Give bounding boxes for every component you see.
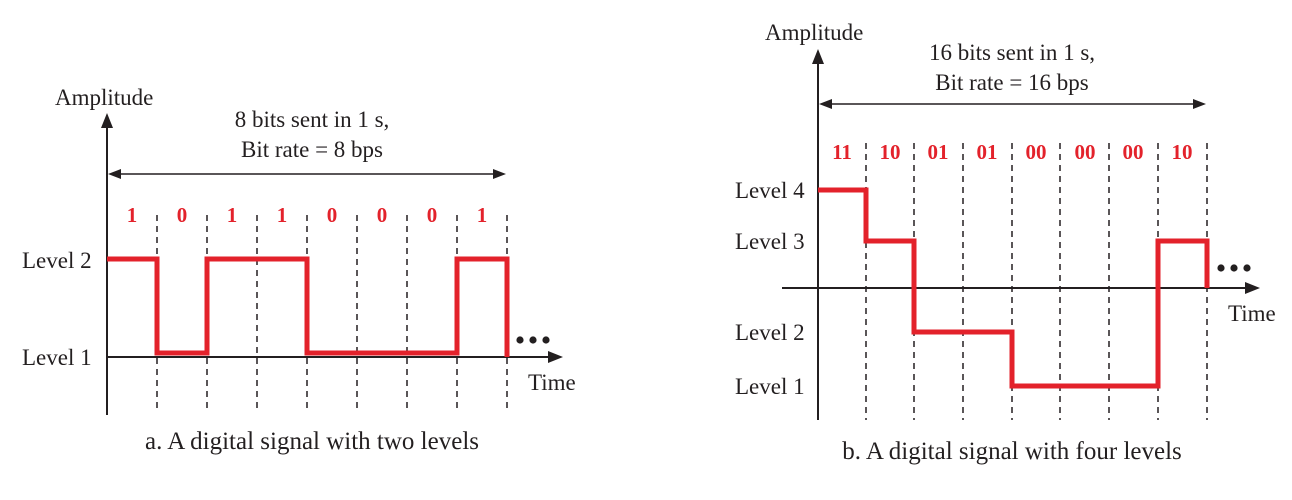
ellipsis-dot bbox=[529, 336, 537, 344]
level-label: Level 2 bbox=[735, 320, 805, 345]
rate-span-arrowhead-right bbox=[1193, 99, 1206, 109]
x-axis-arrowhead bbox=[1245, 282, 1260, 294]
caption: b. A digital signal with four levels bbox=[842, 438, 1182, 465]
bit-label: 0 bbox=[377, 203, 388, 227]
rate-span-arrowhead-left bbox=[819, 99, 832, 109]
signal-waveform bbox=[818, 187, 1210, 389]
bit-label: 01 bbox=[977, 140, 998, 164]
level-label: Level 1 bbox=[735, 374, 805, 399]
ellipsis-dot bbox=[542, 336, 550, 344]
bit-label: 1 bbox=[477, 203, 488, 227]
time-label: Time bbox=[1228, 301, 1276, 326]
level-label: Level 4 bbox=[735, 178, 805, 203]
continuation-ellipsis bbox=[1217, 264, 1251, 272]
ellipsis-dot bbox=[1243, 264, 1251, 272]
y-axis-arrowhead bbox=[812, 49, 824, 64]
rate-line-2: Bit rate = 8 bps bbox=[241, 137, 383, 162]
bit-label: 0 bbox=[177, 203, 188, 227]
ellipsis-dot bbox=[1217, 264, 1225, 272]
continuation-ellipsis bbox=[516, 336, 550, 344]
level-label: Level 2 bbox=[22, 248, 92, 273]
bit-label: 11 bbox=[832, 140, 852, 164]
bit-label: 01 bbox=[928, 140, 949, 164]
bit-labels: 11 10 01 01 00 00 00 10 bbox=[832, 140, 1192, 164]
bit-label: 00 bbox=[1075, 140, 1096, 164]
rate-line-1: 16 bits sent in 1 s, bbox=[929, 40, 1095, 65]
bit-label: 10 bbox=[880, 140, 901, 164]
bit-label: 10 bbox=[1172, 140, 1193, 164]
amplitude-label: Amplitude bbox=[55, 85, 153, 110]
x-axis-arrowhead bbox=[548, 351, 563, 363]
time-label: Time bbox=[528, 370, 576, 395]
bit-labels: 1 0 1 1 0 0 0 1 bbox=[127, 203, 488, 227]
level-label: Level 1 bbox=[22, 345, 92, 370]
rate-span-arrowhead-left bbox=[108, 169, 121, 179]
rate-line-2: Bit rate = 16 bps bbox=[935, 70, 1089, 95]
level-label: Level 3 bbox=[735, 229, 805, 254]
ellipsis-dot bbox=[1230, 264, 1238, 272]
caption: a. A digital signal with two levels bbox=[145, 428, 479, 455]
panel-b: Amplitude 16 bits sent in 1 s, Bit rate … bbox=[735, 20, 1276, 465]
bit-label: 1 bbox=[127, 203, 138, 227]
y-axis-arrowhead bbox=[101, 113, 113, 128]
signal-waveform bbox=[107, 256, 510, 357]
bit-label: 00 bbox=[1026, 140, 1047, 164]
bit-label: 0 bbox=[427, 203, 438, 227]
panel-a: Amplitude 8 bits sent in 1 s, Bit rate =… bbox=[22, 85, 576, 455]
bit-label: 1 bbox=[277, 203, 288, 227]
rate-line-1: 8 bits sent in 1 s, bbox=[235, 107, 390, 132]
ellipsis-dot bbox=[516, 336, 524, 344]
bit-label: 1 bbox=[227, 203, 238, 227]
amplitude-label: Amplitude bbox=[765, 20, 863, 45]
bit-label: 00 bbox=[1123, 140, 1144, 164]
rate-span-arrowhead-right bbox=[493, 169, 506, 179]
bit-label: 0 bbox=[327, 203, 338, 227]
